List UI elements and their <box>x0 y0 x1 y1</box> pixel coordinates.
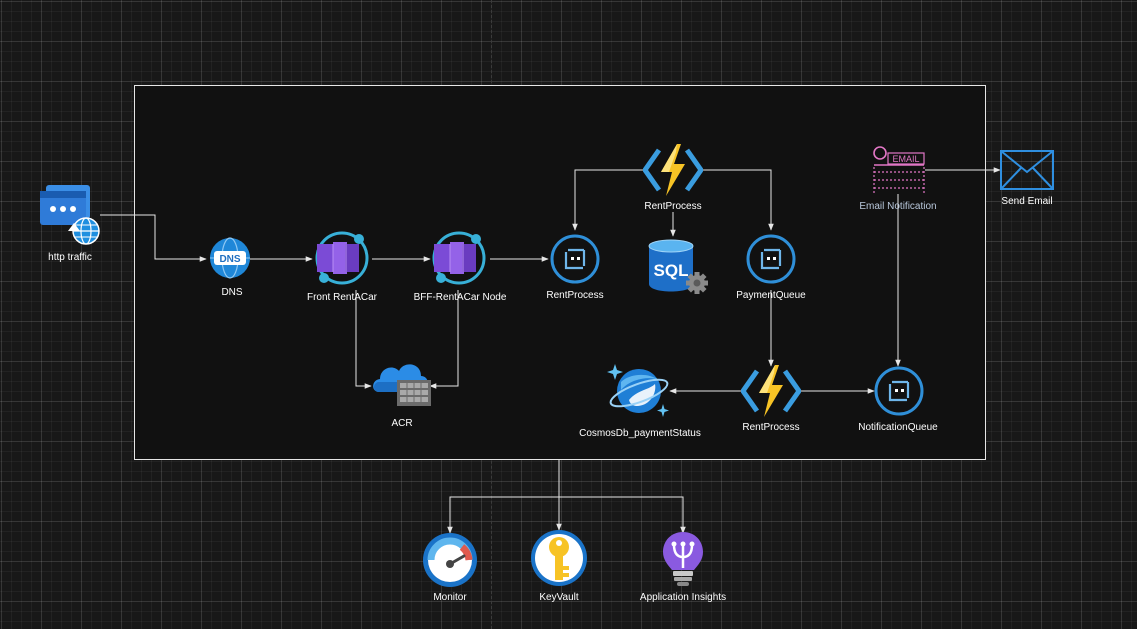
sql-badge-text: SQL <box>654 261 689 280</box>
edge-monitor <box>447 459 560 534</box>
label-monitor: Monitor <box>433 592 467 603</box>
edge-func-payment <box>700 169 774 231</box>
label-cosmos: CosmosDb_paymentStatus <box>579 428 701 439</box>
container-app-icon <box>432 231 486 285</box>
label-rentprocess-function: RentProcess <box>644 201 702 212</box>
azure-function-icon <box>643 144 703 196</box>
label-http-traffic: http traffic <box>48 252 92 263</box>
container-app-icon <box>315 231 369 285</box>
label-app-insights: Application Insights <box>639 592 727 603</box>
label-send-email: Send Email <box>1001 196 1053 207</box>
container-registry-icon <box>373 364 431 406</box>
service-bus-queue-icon <box>746 234 796 284</box>
label-email-notification: Email Notification <box>859 201 937 212</box>
label-rentprocess-queue: RentProcess <box>546 290 604 301</box>
label-notification-queue: NotificationQueue <box>858 422 938 433</box>
email-badge-text: EMAIL <box>892 154 919 164</box>
dns-zone-icon: DNS <box>210 237 250 279</box>
label-rentprocess-function-2: RentProcess <box>742 422 800 433</box>
azure-function-icon <box>741 365 801 417</box>
label-front-rentacar: Front RentACar <box>306 292 378 303</box>
application-insights-icon <box>663 532 703 586</box>
label-keyvault: KeyVault <box>539 592 579 603</box>
cosmos-db-icon <box>607 364 669 417</box>
service-bus-queue-icon <box>874 366 924 416</box>
gear-icon <box>686 272 708 294</box>
email-template-icon: EMAIL <box>873 146 925 193</box>
monitor-gauge-icon <box>423 533 477 587</box>
web-traffic-icon <box>40 185 100 245</box>
key-vault-icon <box>531 530 587 586</box>
edge-bff-acr <box>429 290 459 389</box>
label-bff-rentacar: BFF-RentACar Node <box>413 292 507 303</box>
edge-func-queue <box>572 169 644 231</box>
label-acr: ACR <box>391 418 413 429</box>
label-dns: DNS <box>221 287 243 298</box>
sql-database-icon: SQL <box>648 239 708 294</box>
envelope-icon <box>1000 150 1054 190</box>
edge-http-dns <box>100 214 207 262</box>
dns-badge-text: DNS <box>219 254 240 265</box>
service-bus-queue-icon <box>550 234 600 284</box>
edge-appinsights <box>559 496 686 534</box>
system-boundary <box>134 85 986 460</box>
label-payment-queue: PaymentQueue <box>736 290 806 301</box>
edge-front-acr <box>355 290 372 389</box>
